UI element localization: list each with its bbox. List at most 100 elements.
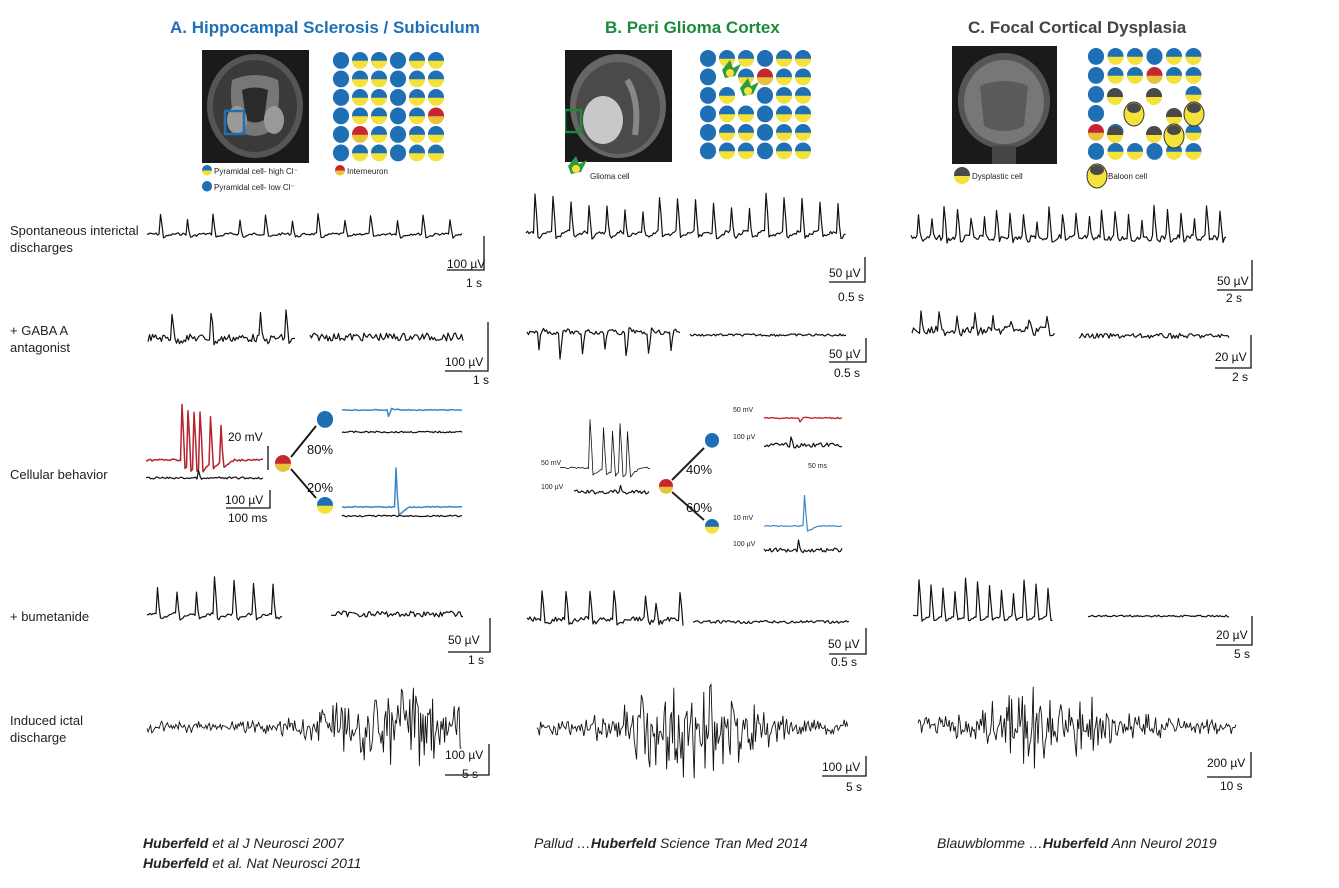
trace-a-bume-1 [146,576,283,621]
cell-b-4-3-half [776,114,792,123]
scalebar-b-gaba-t: 0.5 s [834,366,861,380]
scalebar-c-gaba-v: 20 µV [1215,350,1247,364]
trace-c-gaba-1 [911,310,1055,337]
reference-c-rest: Ann Neurol 2019 [1108,835,1217,851]
cell-b-3-4-half [757,132,773,141]
scalebar-a-ictal-v: 100 µV [445,748,484,762]
cell-a-3-0-half [390,60,406,69]
reference-b-pre: Pallud … [534,835,591,851]
legend-pyramidal-high: Pyramidal cell- high Cl⁻ [214,167,298,176]
dysplastic-cell-1-half [1107,97,1123,105]
scalebar-a-ictal-t: 5 s [462,767,479,781]
cell-b-0-1-half [700,77,716,86]
tiny-label-b3: 50 mV [733,407,754,414]
cell-a-1-2-half [352,97,368,106]
cell-b-5-2-half [795,95,811,104]
trace-a-gaba-1 [147,309,296,346]
dysplastic-cell-4-half [1107,135,1123,143]
cell-a-2-3-half [371,116,387,125]
scalebar-b-ictal [822,756,867,777]
scalebar-b-gaba-v: 50 µV [829,347,861,361]
cell-a-3-5-half [390,153,406,162]
cell-b-1-4-half [719,132,735,141]
cell-c-5-4-half [1185,132,1202,141]
trace-a-cell-red [145,403,263,473]
scalebar-a-spont [447,236,485,271]
dysplastic-cell-5-half [1146,135,1162,143]
cell-b-5-0-half [795,58,811,67]
cell-c-5-2-half [1185,94,1202,103]
reference-a-rest-1: et al J Neurosci 2007 [208,835,344,851]
cell-a-4-3-half [409,116,425,125]
dysplastic-legend-icon-half [954,176,970,184]
scalebar-a-bume-t: 1 s [468,653,485,667]
cell-b-5-4-half [795,132,811,141]
legend-balloon: Baloon cell [1108,172,1148,181]
trace-a-gaba-2 [309,332,464,342]
scalebar-c-bume [1216,616,1253,646]
cell-b-0-4-half [700,132,716,141]
mri-image-c [952,46,1057,164]
cell-a-5-3-half [428,116,444,125]
arrow-b-up [671,447,705,481]
legend-icon-interneuron-half [335,170,345,176]
trace-b-cell-black-down [763,539,843,554]
cell-a-2-5-half [371,153,387,162]
trace-a-cell-blue-down [341,467,463,516]
cell-c-2-1-half [1127,75,1143,84]
balloon-cell-2-top [1187,103,1201,113]
cell-a-1-0-half [352,60,368,69]
cell-b-1-5-half [719,151,735,160]
cell-c-3-0-half [1146,56,1163,65]
trace-b-bume-2 [692,619,850,625]
legend-interneuron: Interneuron [347,167,388,176]
reference-c-pre: Blauwblomme … [937,835,1043,851]
tiny-label-b2: 100 µV [541,484,564,491]
legend-pyramidal-low: Pyramidal cell- low Cl⁻ [214,183,295,192]
cell-b-5-1-half [795,77,811,86]
cell-b-5-5-half [795,151,811,160]
cell-b-2-0-half [738,58,754,67]
scalebar-c-bume-v: 20 µV [1216,628,1248,642]
cell-a-1-5-half [352,153,368,162]
scalebar-a-cell-mv: 20 mV [228,430,263,444]
scalebar-c-spont [1217,260,1253,291]
cell-c-1-0-half [1107,56,1124,65]
trace-b-bume-1 [526,590,684,626]
scalebar-a-gaba-v: 100 µV [445,355,484,369]
tiny-label-b5: 50 ms [808,463,828,470]
cell-c-5-1-half [1185,75,1202,84]
cell-c-0-3-half [1088,113,1104,122]
reference-b-rest: Science Tran Med 2014 [656,835,808,851]
scalebar-a-cell-t: 100 ms [228,511,268,525]
cell-b-target-up-half [705,440,719,448]
cell-a-3-1-half [390,79,406,88]
trace-b-gaba-2 [689,333,847,337]
cell-a-target-down-half [317,505,333,514]
cell-c-5-0-half [1185,56,1202,65]
mri-image-b [565,50,672,162]
scalebar-a-gaba [445,322,489,372]
tiny-label-b6: 10 mV [733,515,754,522]
cell-c-0-0-half [1088,56,1104,65]
mri-image-a [202,50,309,163]
cell-c-2-5-half [1127,151,1143,160]
balloon-cell-1-top [1127,103,1141,113]
scalebar-a-cell [226,490,271,509]
cell-a-4-0-half [409,60,425,69]
cell-c-0-2-half [1088,94,1104,103]
row-label-gaba: + GABA A antagonist [10,323,70,355]
cell-c-0-1-half [1088,75,1104,84]
arrow-b-down [671,491,705,521]
cell-c-4-5-half [1166,151,1182,160]
trace-a-spont [146,213,463,239]
dysplastic-cell-3-half [1166,117,1182,125]
scalebar-a-bume [448,618,491,653]
column-title-c: C. Focal Cortical Dysplasia [968,18,1187,37]
reference-c: Blauwblomme …Huberfeld Ann Neurol 2019 [937,833,1217,853]
cell-a-5-1-half [428,79,444,88]
cell-b-3-3-half [757,114,773,123]
scalebar-b-ictal-t: 5 s [846,780,863,794]
cell-c-3-5-half [1146,151,1163,160]
cell-a-4-5-half [409,153,425,162]
